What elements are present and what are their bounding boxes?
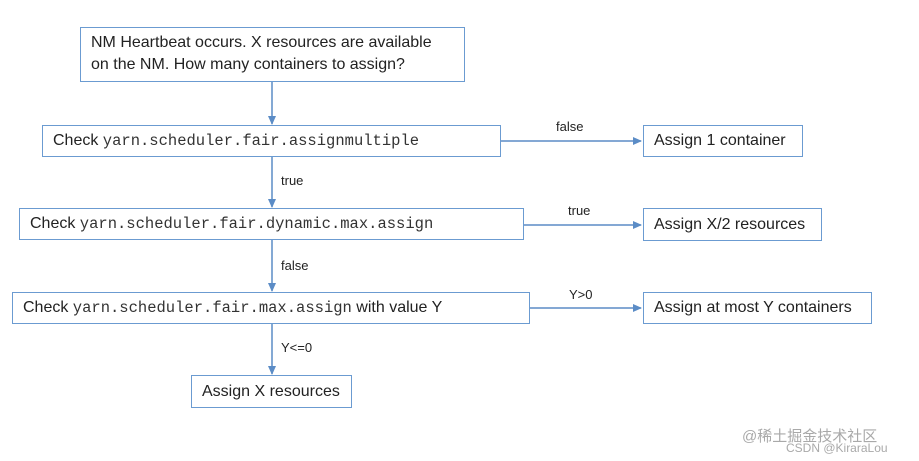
edge-label-check1-false: false bbox=[556, 119, 584, 134]
check-dynamic-max-assign-node: Check yarn.scheduler.fair.dynamic.max.as… bbox=[19, 208, 524, 240]
start-node-line1: NM Heartbeat occurs. X resources are ava… bbox=[91, 34, 432, 51]
watermark-site: @稀土掘金技术社区 bbox=[742, 428, 878, 445]
assign3-text: Assign at most Y containers bbox=[654, 299, 852, 316]
assign2-text: Assign X/2 resources bbox=[654, 215, 806, 233]
assign-x-resources-node: Assign X resources bbox=[191, 375, 352, 408]
assign-half-resources-node: Assign X/2 resources bbox=[643, 208, 822, 241]
check-assignmultiple-node: Check yarn.scheduler.fair.assignmultiple bbox=[42, 125, 501, 157]
assign4-text: Assign X resources bbox=[202, 382, 340, 400]
edge-label-check3-positive: Y>0 bbox=[569, 287, 593, 302]
edge-label-check3-nonpositive: Y<=0 bbox=[281, 340, 313, 355]
check1-prefix: Check bbox=[53, 132, 103, 149]
check1-code: yarn.scheduler.fair.assignmultiple bbox=[102, 132, 420, 150]
watermark-author: CSDN @KiraraLou bbox=[786, 441, 888, 455]
assign1-text: Assign 1 container bbox=[654, 132, 786, 149]
assign-at-most-y-node: Assign at most Y containers bbox=[643, 292, 872, 324]
check3-prefix: Check bbox=[23, 299, 73, 316]
check2-prefix: Check bbox=[30, 215, 80, 232]
check3-code: yarn.scheduler.fair.max.assign bbox=[72, 299, 352, 317]
check3-suffix: with value Y bbox=[351, 299, 443, 316]
edge-label-check2-true: true bbox=[568, 203, 591, 218]
check2-code: yarn.scheduler.fair.dynamic.max.assign bbox=[79, 215, 434, 233]
assign-one-container-node: Assign 1 container bbox=[643, 125, 803, 157]
check-max-assign-node: Check yarn.scheduler.fair.max.assign wit… bbox=[12, 292, 530, 324]
edge-label-check2-false: false bbox=[281, 258, 309, 273]
start-node-line2: on the NM. How many containers to assign… bbox=[91, 56, 405, 73]
edge-label-check1-true: true bbox=[281, 173, 304, 188]
start-node: NM Heartbeat occurs. X resources are ava… bbox=[80, 27, 465, 82]
